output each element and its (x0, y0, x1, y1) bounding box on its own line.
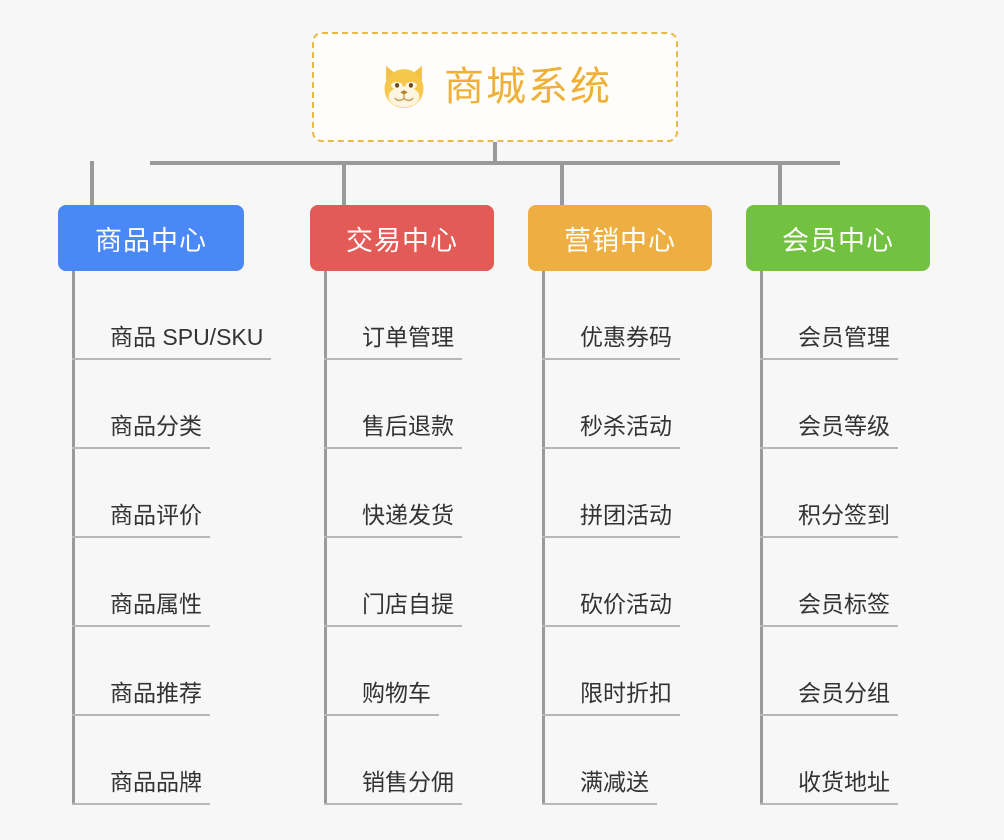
leaf-item[interactable]: 满减送 (542, 716, 657, 805)
leaf-item-label: 商品推荐 (72, 679, 210, 716)
leaf-item-label: 会员分组 (760, 679, 898, 716)
leaf-item[interactable]: 快递发货 (324, 449, 462, 538)
connector-root-stem (493, 142, 497, 164)
leaf-item-label: 售后退款 (324, 412, 462, 449)
leaf-item[interactable]: 会员分组 (760, 627, 898, 716)
leaf-item[interactable]: 销售分佣 (324, 716, 462, 805)
root-node[interactable]: 商城系统 (312, 32, 678, 142)
leaf-item-label: 商品评价 (72, 501, 210, 538)
leaf-item[interactable]: 商品属性 (72, 538, 210, 627)
column-spine-1 (72, 271, 75, 805)
leaf-item-label: 拼团活动 (542, 501, 680, 538)
leaf-item-label: 收货地址 (760, 768, 898, 805)
leaf-item[interactable]: 商品品牌 (72, 716, 210, 805)
leaf-item-label: 会员标签 (760, 590, 898, 627)
leaf-item[interactable]: 商品评价 (72, 449, 210, 538)
leaf-item[interactable]: 限时折扣 (542, 627, 680, 716)
leaf-item[interactable]: 收货地址 (760, 716, 898, 805)
category-header-2[interactable]: 交易中心 (310, 205, 494, 271)
column-spine-3 (542, 271, 545, 805)
column-spine-2 (324, 271, 327, 805)
category-header-label: 会员中心 (782, 225, 894, 256)
leaf-item[interactable]: 商品分类 (72, 360, 210, 449)
leaf-item[interactable]: 秒杀活动 (542, 360, 680, 449)
category-header-1[interactable]: 商品中心 (58, 205, 244, 271)
leaf-item[interactable]: 商品 SPU/SKU (72, 271, 272, 360)
leaf-item-label: 购物车 (324, 679, 439, 716)
leaf-item[interactable]: 商品推荐 (72, 627, 210, 716)
connector-horizontal-bus (150, 161, 840, 165)
leaf-item-label: 满减送 (542, 768, 657, 805)
leaf-item[interactable]: 会员标签 (760, 538, 898, 627)
category-header-label: 商品中心 (95, 225, 207, 256)
leaf-item-label: 秒杀活动 (542, 412, 680, 449)
leaf-item-label: 快递发货 (324, 501, 462, 538)
leaf-item-label: 会员管理 (760, 323, 898, 360)
shiba-dog-face-icon (384, 65, 424, 109)
category-header-4[interactable]: 会员中心 (746, 205, 930, 271)
leaf-item-label: 限时折扣 (542, 679, 680, 716)
leaf-item-label: 砍价活动 (542, 590, 680, 627)
leaf-item[interactable]: 门店自提 (324, 538, 462, 627)
connector-drop-2 (342, 161, 346, 205)
leaf-item-label: 会员等级 (760, 412, 898, 449)
leaf-item[interactable]: 售后退款 (324, 360, 462, 449)
connector-drop-3 (560, 161, 564, 205)
leaf-item[interactable]: 拼团活动 (542, 449, 680, 538)
category-header-3[interactable]: 营销中心 (528, 205, 712, 271)
leaf-item[interactable]: 会员等级 (760, 360, 898, 449)
leaf-item-label: 销售分佣 (324, 768, 462, 805)
category-header-label: 营销中心 (564, 225, 676, 256)
leaf-item[interactable]: 会员管理 (760, 271, 898, 360)
leaf-item[interactable]: 订单管理 (324, 271, 462, 360)
leaf-item-label: 订单管理 (324, 323, 462, 360)
leaf-item[interactable]: 优惠券码 (542, 271, 680, 360)
connector-drop-1 (90, 161, 94, 205)
connector-drop-4 (778, 161, 782, 205)
leaf-item[interactable]: 砍价活动 (542, 538, 680, 627)
leaf-item-label: 门店自提 (324, 590, 462, 627)
category-header-label: 交易中心 (346, 225, 458, 256)
leaf-item-label: 积分签到 (760, 501, 898, 538)
root-title: 商城系统 (444, 65, 612, 109)
leaf-item-label: 商品 SPU/SKU (72, 323, 272, 360)
leaf-item-label: 优惠券码 (542, 323, 680, 360)
leaf-item-label: 商品品牌 (72, 768, 210, 805)
leaf-item[interactable]: 购物车 (324, 627, 439, 716)
leaf-item-label: 商品分类 (72, 412, 210, 449)
leaf-item-label: 商品属性 (72, 590, 210, 627)
column-spine-4 (760, 271, 763, 805)
leaf-item[interactable]: 积分签到 (760, 449, 898, 538)
